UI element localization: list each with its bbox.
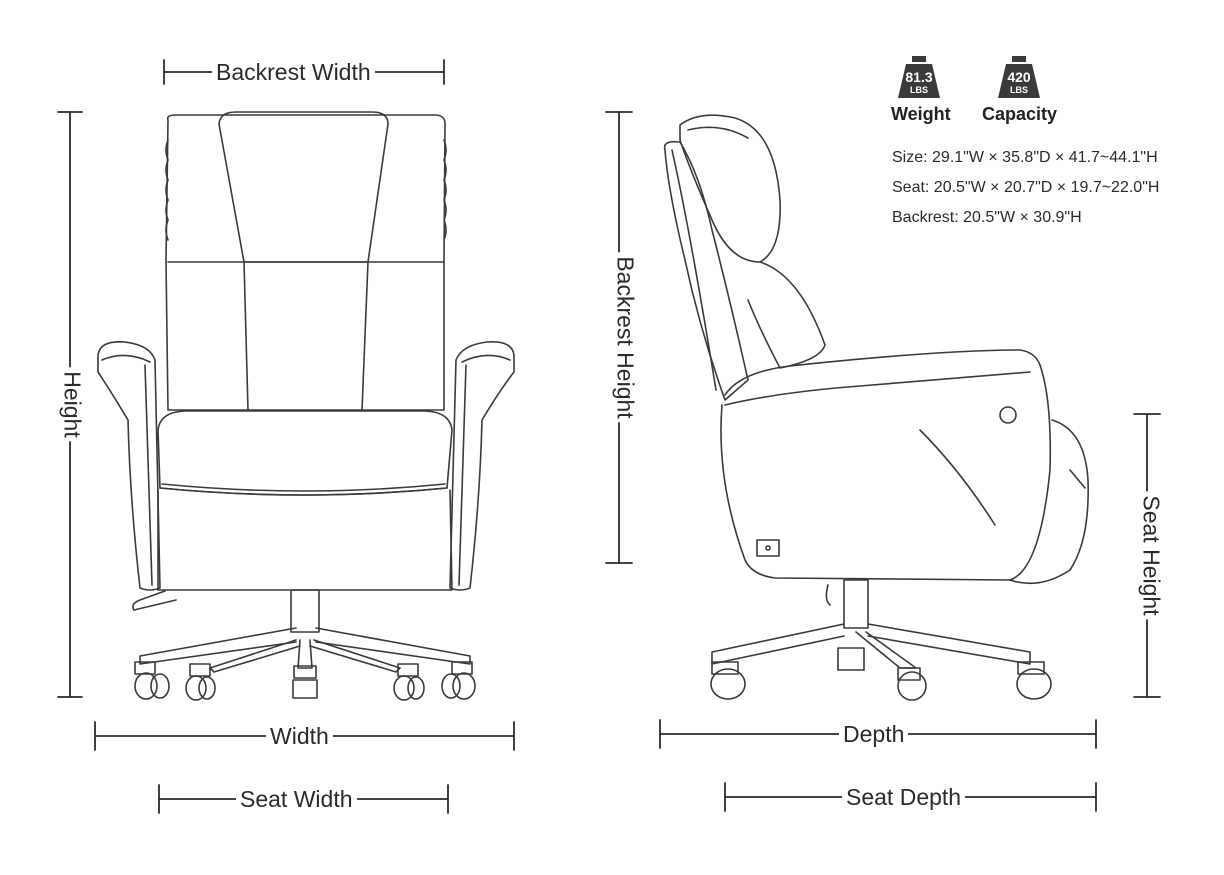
- backrest-width-label: Backrest Width: [212, 61, 375, 84]
- width-label: Width: [266, 725, 333, 748]
- spec-seat: Seat: 20.5"W × 20.7"D × 19.7~22.0"H: [892, 179, 1160, 196]
- depth-label: Depth: [839, 723, 909, 746]
- seat-width-label: Seat Width: [236, 788, 357, 811]
- spec-backrest: Backrest: 20.5"W × 30.9"H: [892, 209, 1082, 226]
- weight-badge-unit: LBS: [910, 85, 928, 95]
- spec-size: Size: 29.1"W × 35.8"D × 41.7~44.1"H: [892, 149, 1158, 166]
- height-label: Height: [60, 367, 86, 442]
- front-view-chair: [98, 112, 514, 700]
- dimension-lines: [58, 60, 1160, 813]
- capacity-badge-unit: LBS: [1010, 85, 1028, 95]
- capacity-badge-label: Capacity: [982, 104, 1058, 124]
- side-casters: [711, 662, 1051, 700]
- capacity-weight-icon: [998, 56, 1040, 98]
- side-view-chair: [665, 115, 1089, 700]
- seat-depth-label: Seat Depth: [842, 786, 966, 809]
- weight-icon: [898, 56, 940, 98]
- weight-badge-value: 81.3: [905, 69, 933, 85]
- capacity-badge-value: 420: [1007, 69, 1031, 85]
- backrest-height-label: Backrest Height: [613, 252, 639, 423]
- weight-badge-label: Weight: [891, 104, 951, 124]
- seat-height-label: Seat Height: [1139, 491, 1165, 620]
- front-casters: [135, 662, 475, 700]
